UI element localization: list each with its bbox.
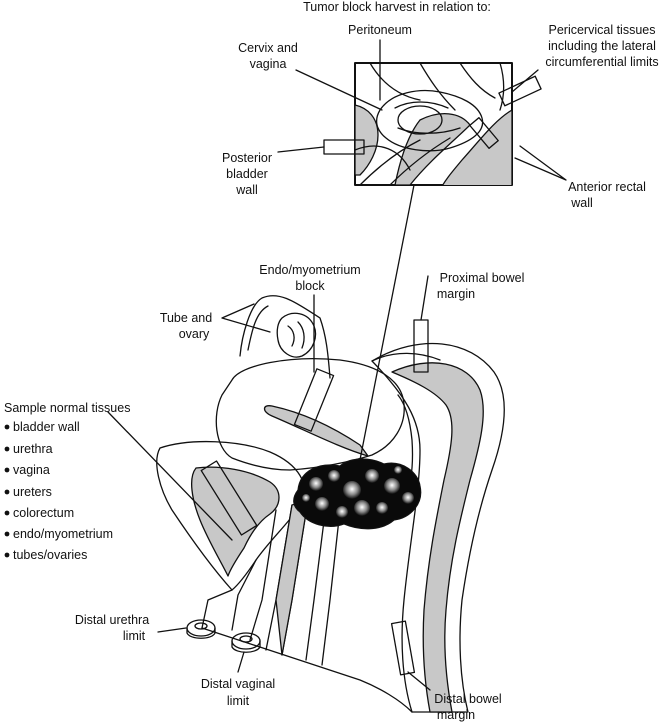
endometrial-cavity <box>263 405 369 457</box>
label-proximal-bowel-1: Proximal bowel <box>440 271 525 285</box>
leader-tube-ovary <box>221 303 271 333</box>
inset-tissue-lines <box>355 63 505 185</box>
normal-tissues-list: bladder wall urethra vagina ureters colo… <box>4 420 113 562</box>
label-pericervical-1: Pericervical tissues <box>549 23 656 37</box>
label-proximal-bowel-2: margin <box>437 287 475 301</box>
label-pericervical-3: circumferential limits <box>545 55 658 69</box>
normal-tissue-item: endo/myometrium <box>13 527 113 541</box>
leader-distal-urethra <box>157 627 187 633</box>
bullet <box>4 424 10 430</box>
normal-tissue-item: colorectum <box>13 506 74 520</box>
rectum-outer <box>371 342 506 713</box>
label-tube-ovary-1: Tube and <box>160 311 212 325</box>
ovary <box>276 312 317 358</box>
bladder-sample-marker <box>200 460 258 536</box>
inset-rectal-tissue <box>442 109 512 185</box>
leader-distal-bowel <box>407 671 431 691</box>
label-anterior-rectal-2: wall <box>570 196 593 210</box>
distal-vaginal-ring-side <box>231 640 261 653</box>
bladder-wall-tissue <box>190 466 280 577</box>
label-cervix-vagina-2: vagina <box>250 57 287 71</box>
inset-anterior-rectal-marker <box>469 117 499 149</box>
figure-header: Tumor block harvest in relation to: <box>303 0 491 14</box>
leader-proximal-bowel <box>420 275 429 321</box>
leader-normal-tissues <box>107 411 233 541</box>
distal-urethra-ring-inner <box>194 622 208 630</box>
rectal-wall-tissue <box>391 362 484 713</box>
urethra <box>201 559 257 631</box>
vaginal-wall-tissue <box>275 499 309 656</box>
label-peritoneum: Peritoneum <box>348 23 412 37</box>
endo-block-marker <box>293 368 335 432</box>
label-endo-block-1: Endo/myometrium <box>259 263 360 277</box>
label-posterior-bladder-1: Posterior <box>222 151 272 165</box>
distal-vaginal-ring-inner <box>239 635 253 643</box>
bullet <box>4 489 10 495</box>
label-distal-bowel-1: Distal bowel <box>434 692 501 706</box>
label-distal-vaginal-1: Distal vaginal <box>201 677 275 691</box>
normal-tissue-item: ureters <box>13 485 52 499</box>
label-tube-ovary-2: ovary <box>179 327 210 341</box>
leader-anterior-rectal <box>514 145 567 181</box>
tumor-mass <box>293 458 422 530</box>
label-pericervical-2: including the lateral <box>548 39 656 53</box>
bullet <box>4 467 10 473</box>
label-posterior-bladder-3: wall <box>235 183 258 197</box>
leader-posterior-bladder <box>277 146 325 153</box>
inset-tumor-outline <box>397 105 443 135</box>
inset-connector-line <box>357 184 415 471</box>
label-endo-block-2: block <box>295 279 325 293</box>
inset-pericervical-marker <box>498 75 542 107</box>
label-posterior-bladder-2: bladder <box>226 167 268 181</box>
fallopian-tube <box>239 295 331 379</box>
normal-tissue-item: tubes/ovaries <box>13 548 87 562</box>
normal-tissue-item: vagina <box>13 463 50 477</box>
label-distal-urethra-2: limit <box>123 629 146 643</box>
bullet <box>4 552 10 558</box>
bullet <box>4 531 10 537</box>
inset-bladder-tissue <box>355 104 379 176</box>
bullet <box>4 446 10 452</box>
leader-distal-vaginal <box>237 651 245 673</box>
label-cervix-vagina-1: Cervix and <box>238 41 298 55</box>
bullet <box>4 510 10 516</box>
uterus <box>215 358 405 471</box>
label-distal-urethra-1: Distal urethra <box>75 613 149 627</box>
normal-tissue-item: urethra <box>13 442 53 456</box>
label-anterior-rectal-1: Anterior rectal <box>568 180 646 194</box>
distal-bowel-marker <box>390 620 416 676</box>
label-distal-vaginal-2: limit <box>227 694 250 708</box>
leader-pericervical <box>511 69 539 93</box>
leader-cervix-vagina <box>295 69 383 111</box>
normal-tissue-item: bladder wall <box>13 420 80 434</box>
distal-urethra-ring-side <box>186 627 216 639</box>
label-distal-bowel-2: margin <box>437 708 475 722</box>
normal-tissues-heading: Sample normal tissues <box>4 401 130 415</box>
inset-cervix <box>375 89 484 152</box>
